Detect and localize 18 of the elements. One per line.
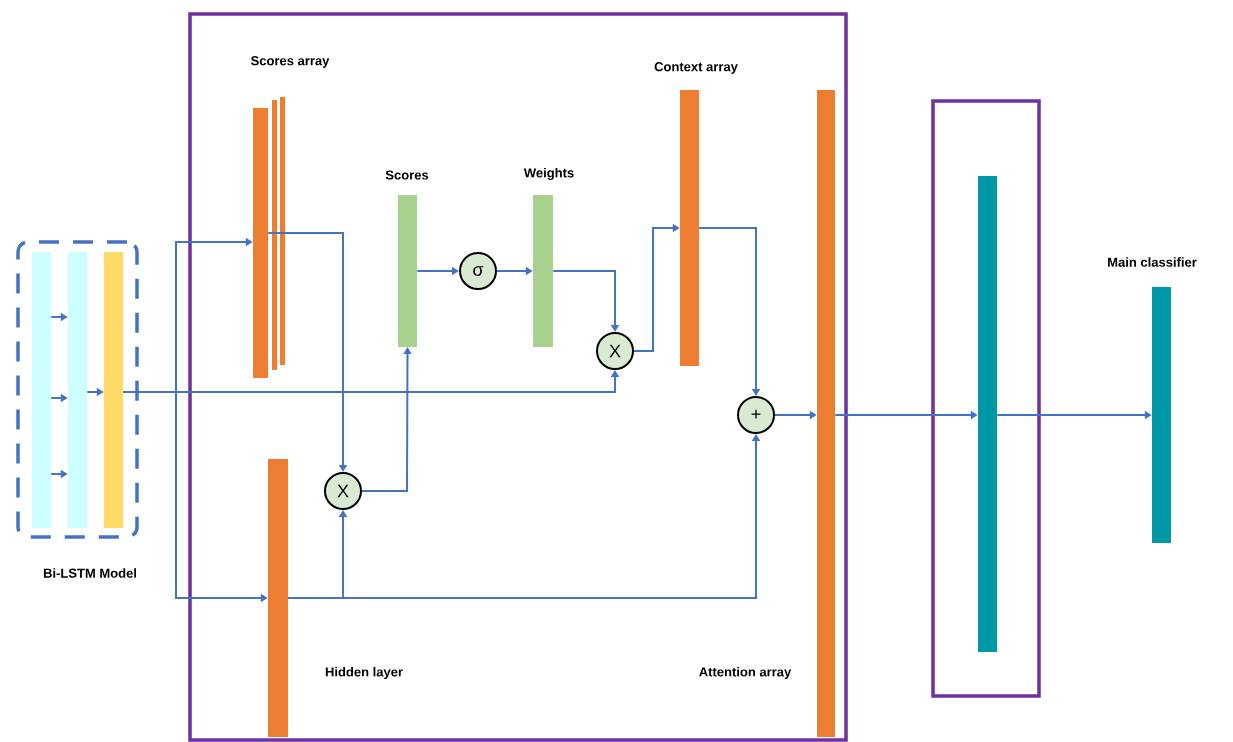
frame-box bbox=[931, 99, 1041, 698]
bar bbox=[68, 252, 87, 528]
arrow bbox=[267, 232, 348, 472]
layer-label: Scores bbox=[385, 170, 429, 180]
bar bbox=[104, 252, 123, 528]
layer-label: Main classifier bbox=[1108, 257, 1197, 267]
layer-label: Hidden layer bbox=[325, 666, 403, 680]
arrow bbox=[552, 270, 620, 332]
arrow bbox=[698, 227, 761, 396]
layer-label: Attention array bbox=[699, 666, 792, 680]
arrow bbox=[361, 347, 412, 492]
layer-label: Context array bbox=[654, 62, 738, 74]
bar bbox=[32, 252, 51, 528]
layer-label: Weights bbox=[523, 167, 574, 181]
layer-label: Scores array bbox=[251, 56, 330, 68]
layer-label: Bi-LSTM Model bbox=[43, 568, 136, 578]
bar bbox=[978, 176, 997, 652]
frame-box bbox=[188, 12, 848, 742]
